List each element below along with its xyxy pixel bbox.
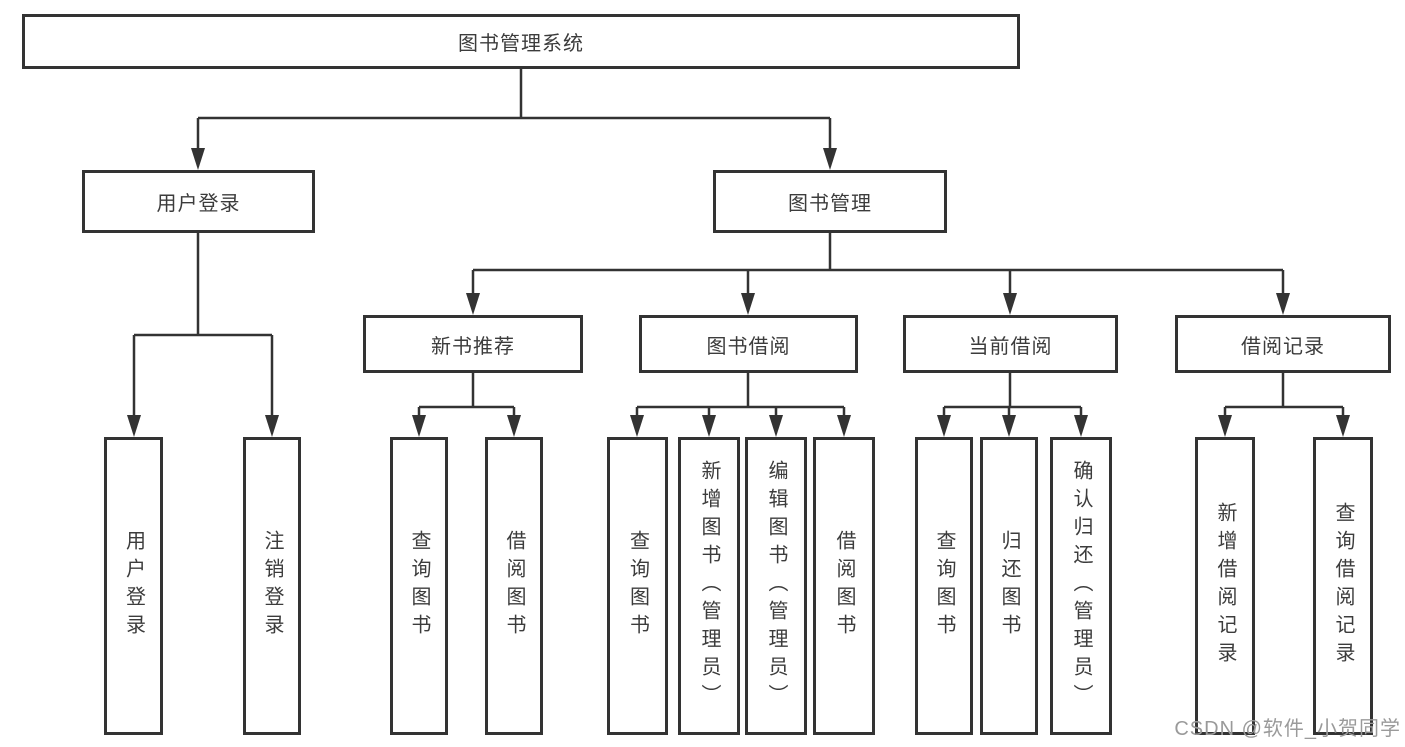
node-label: 新增借阅记录 — [1214, 502, 1236, 670]
node-borrowing-records: 借阅记录 — [1175, 315, 1391, 373]
arrowhead — [191, 148, 205, 170]
leaf-logout: 注销登录 — [243, 437, 301, 735]
arrowhead — [823, 148, 837, 170]
leaf-query-borrow-record: 查询借阅记录 — [1313, 437, 1373, 735]
arrowhead — [1276, 293, 1290, 315]
leaf-query-books-borrowing: 查询图书 — [607, 437, 668, 735]
arrowhead — [702, 415, 716, 437]
arrowhead — [1003, 293, 1017, 315]
node-label: 图书管理 — [788, 193, 872, 215]
node-label: 图书借阅 — [706, 335, 791, 358]
arrowhead — [1336, 415, 1350, 437]
node-label: 确认归还（管理员） — [1070, 460, 1092, 712]
node-label: 借阅图书 — [503, 530, 525, 642]
node-book-management: 图书管理 — [713, 170, 947, 233]
arrowhead — [1074, 415, 1088, 437]
node-new-book-recommendation: 新书推荐 — [363, 315, 583, 373]
connector-bookborrow-to-leaves — [635, 373, 846, 419]
connector-root-to-level2 — [196, 69, 832, 152]
arrowhead — [1218, 415, 1232, 437]
node-label: 查询图书 — [626, 530, 649, 642]
node-label: 图书管理系统 — [458, 33, 584, 55]
arrowhead — [769, 415, 783, 437]
node-label: 注销登录 — [261, 530, 283, 642]
arrowhead — [466, 293, 480, 315]
node-book-borrowing: 图书借阅 — [639, 315, 858, 373]
leaf-user-login: 用户登录 — [104, 437, 163, 735]
arrowhead — [507, 415, 521, 437]
leaf-return-books: 归还图书 — [980, 437, 1038, 735]
node-label: 用户登录 — [156, 193, 241, 215]
node-user-login: 用户登录 — [82, 170, 315, 233]
node-label: 归还图书 — [998, 530, 1020, 642]
node-label: 查询图书 — [933, 530, 955, 642]
node-label: 编辑图书（管理员） — [765, 460, 787, 712]
connector-userlogin-to-leaves — [132, 233, 274, 419]
arrowhead — [741, 293, 755, 315]
leaf-query-books-current: 查询图书 — [915, 437, 973, 735]
csdn-watermark: CSDN @软件_小贺同学 — [1174, 718, 1401, 740]
leaf-confirm-return-admin: 确认归还（管理员） — [1050, 437, 1112, 735]
arrowhead — [837, 415, 851, 437]
node-root: 图书管理系统 — [22, 14, 1020, 69]
leaf-query-books-newbook: 查询图书 — [390, 437, 448, 735]
leaf-borrow-books-borrowing: 借阅图书 — [813, 437, 875, 735]
arrowhead — [127, 415, 141, 437]
arrowhead — [937, 415, 951, 437]
node-label: 新增图书（管理员） — [698, 460, 720, 712]
leaf-borrow-books-newbook: 借阅图书 — [485, 437, 543, 735]
node-label: 当前借阅 — [968, 335, 1053, 358]
node-label: 新书推荐 — [431, 335, 515, 358]
connector-currentborrow-to-leaves — [942, 373, 1083, 419]
node-label: 用户登录 — [122, 530, 145, 642]
leaf-edit-books-admin: 编辑图书（管理员） — [745, 437, 807, 735]
arrowhead — [265, 415, 279, 437]
arrowhead — [630, 415, 644, 437]
node-label: 查询图书 — [408, 530, 430, 642]
node-label: 借阅记录 — [1241, 335, 1325, 358]
node-label: 借阅图书 — [833, 530, 855, 642]
connector-bookmgmt-to-level3 — [471, 233, 1285, 297]
connector-newbook-to-leaves — [417, 373, 516, 419]
leaf-add-books-admin: 新增图书（管理员） — [678, 437, 740, 735]
arrowhead — [1002, 415, 1016, 437]
leaf-add-borrow-record: 新增借阅记录 — [1195, 437, 1255, 735]
arrowhead — [412, 415, 426, 437]
node-label: 查询借阅记录 — [1332, 502, 1354, 670]
node-current-borrowing: 当前借阅 — [903, 315, 1118, 373]
connector-borrowrecord-to-leaves — [1223, 373, 1345, 419]
